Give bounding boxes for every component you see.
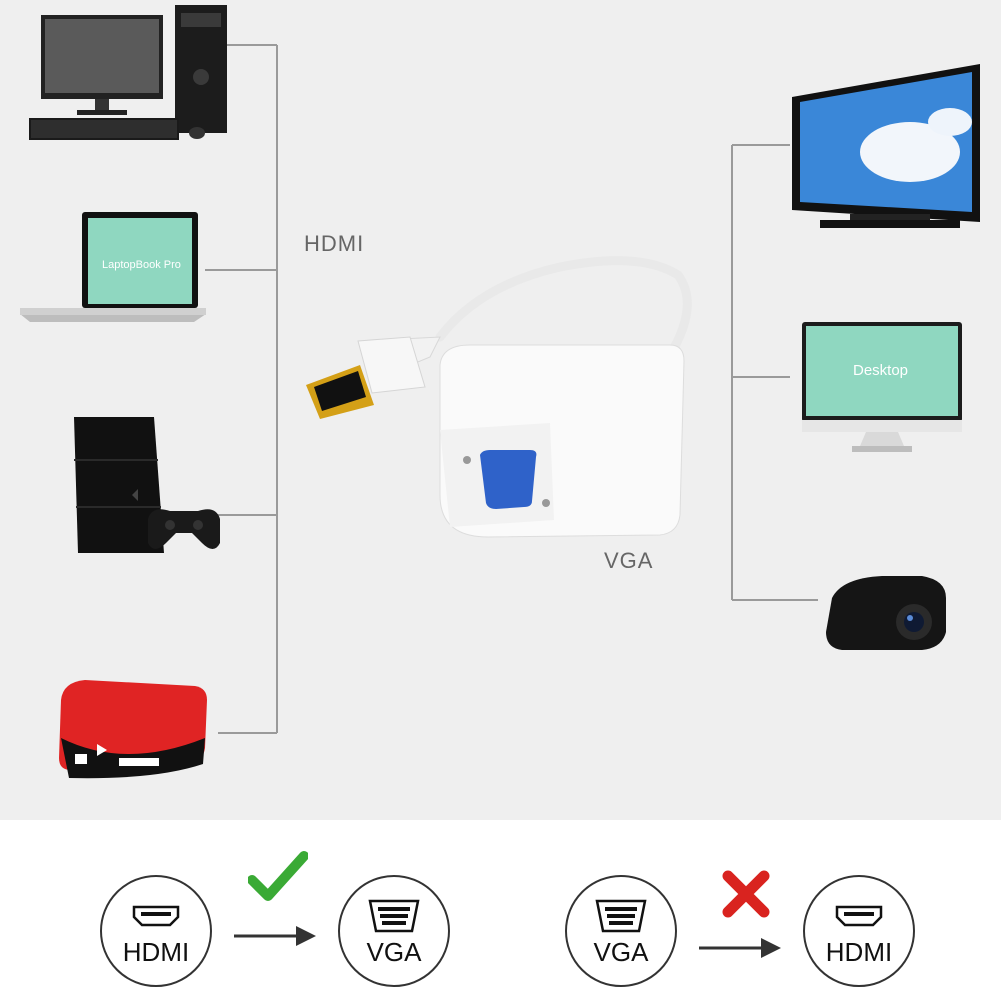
vga-label: VGA (604, 548, 654, 573)
connection-diagram: LaptopBook Pro (20, 5, 980, 779)
arrow-right-icon (699, 938, 781, 958)
compatibility-legend: HDMI VGA VGA (0, 820, 1001, 1001)
vga-target-circle: VGA (338, 875, 450, 987)
projector-icon (826, 576, 946, 650)
connector-lines (205, 44, 818, 734)
monitor-icon (802, 322, 962, 452)
hdmi-to-vga-adapter (306, 256, 692, 538)
laptop-icon (20, 212, 206, 322)
hdmi-source-text: HDMI (122, 937, 190, 967)
hdmi-port-icon (835, 905, 883, 927)
desktop-computer-icon (29, 5, 227, 140)
tv-box-icon (59, 680, 207, 779)
laptop-screen-text: LaptopBook Pro (102, 259, 181, 271)
hdmi-target-circle: HDMI (803, 875, 915, 987)
hdmi-target-text: HDMI (825, 937, 893, 967)
check-icon (248, 851, 308, 901)
vga-port-icon (368, 899, 420, 933)
arrow-right-icon (234, 926, 316, 946)
monitor-screen-text: Desktop (853, 362, 909, 379)
hdmi-port-icon (132, 905, 180, 927)
game-console-icon (74, 417, 220, 553)
x-icon (722, 870, 770, 918)
hdmi-label: HDMI (304, 231, 365, 256)
tv-icon (792, 64, 980, 228)
vga-source-text: VGA (593, 937, 649, 967)
vga-target-text: VGA (366, 937, 422, 967)
vga-source-circle: VGA (565, 875, 677, 987)
vga-port-icon (595, 899, 647, 933)
hdmi-source-circle: HDMI (100, 875, 212, 987)
